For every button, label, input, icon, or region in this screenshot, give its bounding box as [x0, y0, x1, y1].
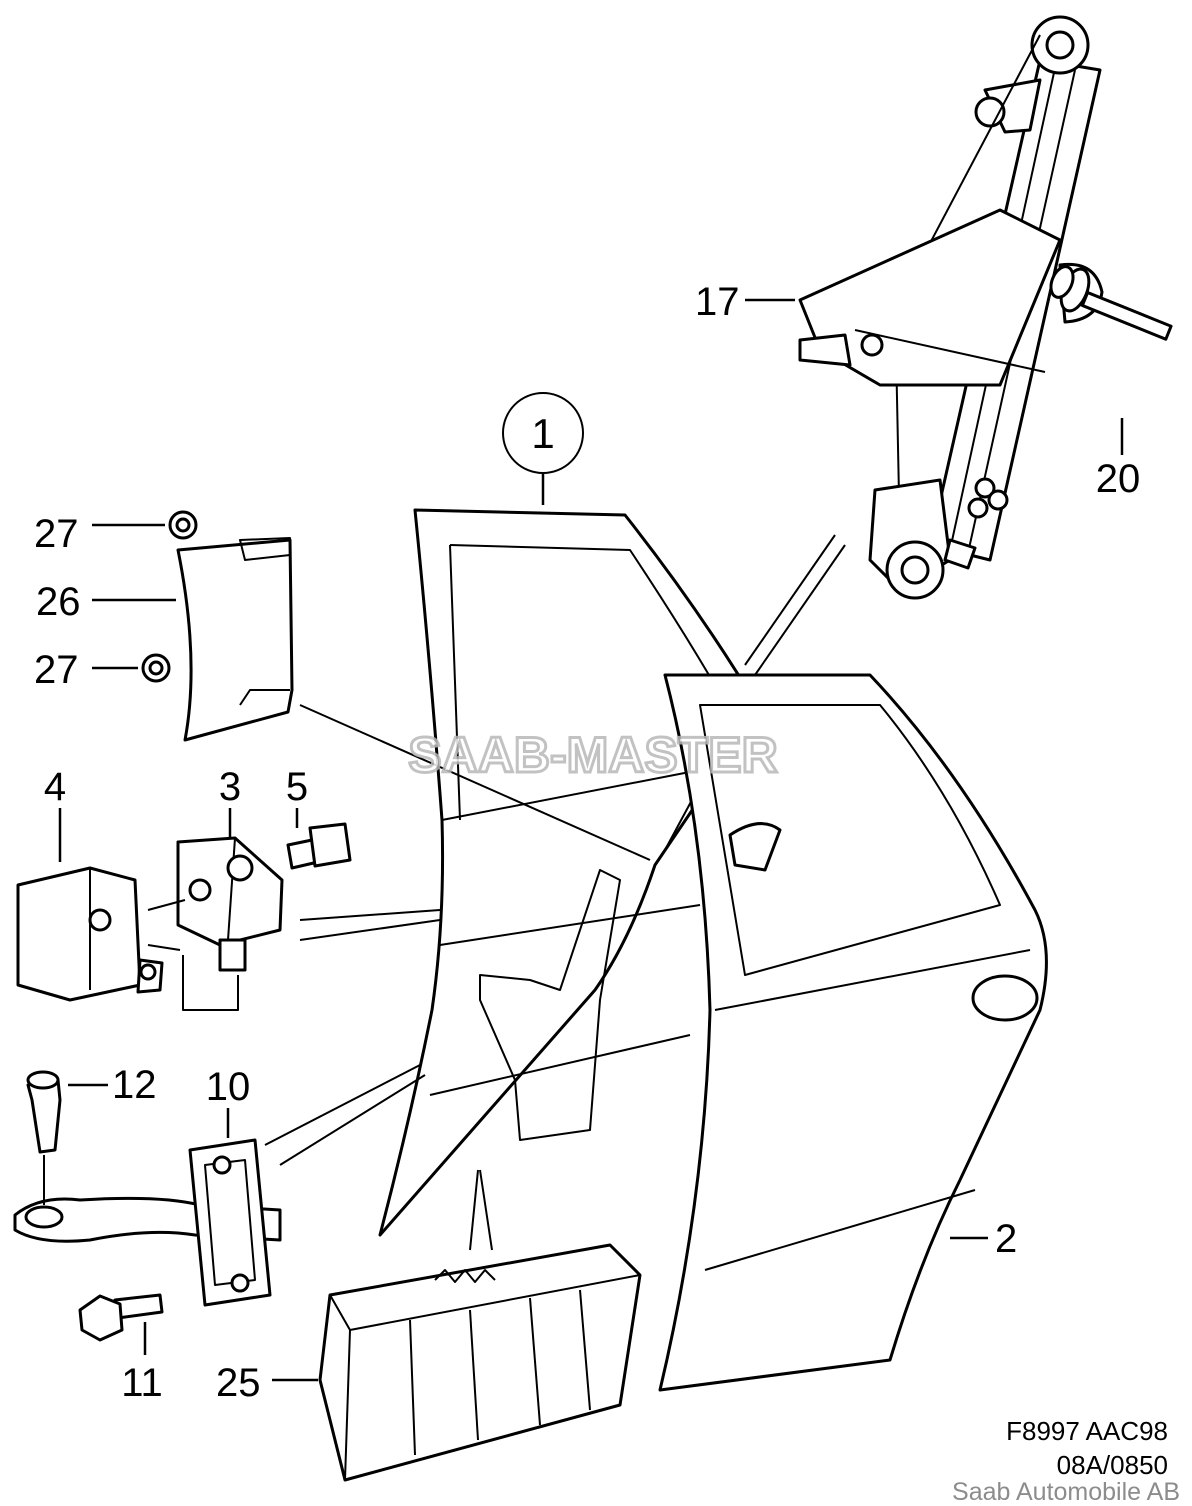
hinge-alignment-lines — [147, 899, 239, 1011]
label-part-27-upper: 27 — [34, 512, 79, 556]
copyright-notice: Saab Automobile AB — [952, 1478, 1180, 1506]
part-1-callout-circle — [502, 392, 584, 474]
leader-lines — [58, 298, 1124, 1382]
label-part-11: 11 — [121, 1361, 163, 1405]
label-part-12: 12 — [112, 1063, 157, 1107]
label-part-2: 2 — [995, 1217, 1017, 1261]
label-part-3: 3 — [219, 765, 241, 809]
assembly-guide-lines — [264, 329, 1046, 1251]
label-part-10: 10 — [206, 1065, 251, 1109]
check-strap-bolt — [78, 1293, 164, 1342]
nut-lower — [141, 653, 171, 683]
door-check-strap — [13, 1138, 282, 1307]
door-outer-panel — [658, 673, 1048, 1392]
rivet — [1049, 265, 1173, 341]
hinge-bolt — [286, 822, 352, 870]
window-regulator — [798, 15, 1104, 600]
hinge-bracket — [16, 866, 164, 1002]
label-part-27-lower: 27 — [34, 648, 79, 692]
label-part-25: 25 — [216, 1361, 261, 1405]
rubber-plug — [26, 1070, 62, 1154]
label-part-4: 4 — [44, 765, 66, 809]
drawing-revision: 08A/0850 — [1057, 1450, 1168, 1480]
label-part-20: 20 — [1096, 457, 1141, 501]
label-part-17: 17 — [695, 280, 740, 324]
watermark: SAAB-MASTER — [408, 727, 777, 783]
cover-plate — [176, 537, 294, 742]
label-part-5: 5 — [286, 765, 308, 809]
hinge-body — [176, 836, 284, 972]
insulation-block — [318, 1243, 642, 1482]
label-part-26: 26 — [36, 580, 81, 624]
drawing-code: F8997 AAC98 — [1006, 1416, 1168, 1446]
nut-upper — [168, 510, 198, 540]
label-part-1: 1 — [531, 410, 554, 457]
